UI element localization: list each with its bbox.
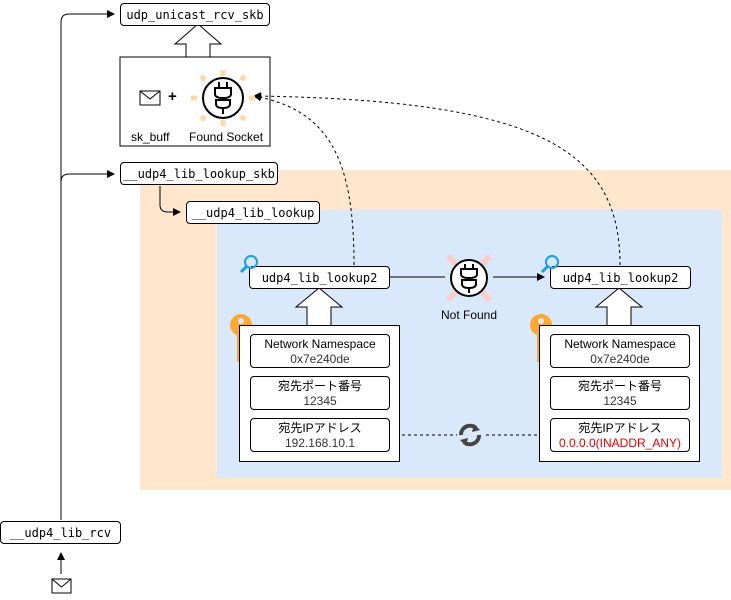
fn-udp4-lib-lookup2-left[interactable]: udp4_lib_lookup2 [249, 266, 390, 289]
key-label: 宛先IPアドレス [578, 421, 662, 435]
fn-udp4-lib-lookup2-right[interactable]: udp4_lib_lookup2 [550, 266, 691, 289]
key-row-dport: 宛先ポート番号 12345 [250, 376, 390, 410]
sk-buff-envelope-icon [139, 90, 161, 111]
key-label: Network Namespace [264, 337, 376, 351]
right-found-return [253, 92, 621, 266]
key-label: 宛先IPアドレス [278, 421, 362, 435]
call-line-to-lookup [159, 186, 181, 216]
call-line-to-rcv-skb [60, 10, 115, 520]
result-box [119, 56, 271, 147]
key-value: 12345 [603, 394, 637, 408]
fn-udp4-lib-lookup-skb[interactable]: __udp4_lib_lookup_skb [120, 162, 278, 185]
key-row-daddr: 宛先IPアドレス 0.0.0.0(INADDR_ANY) [550, 418, 690, 452]
call-line-to-lookup-skb [60, 170, 115, 183]
key-row-netns: Network Namespace 0x7e240de [250, 334, 390, 368]
key-label: 宛先ポート番号 [577, 379, 662, 393]
found-socket-label: Found Socket [189, 130, 264, 144]
not-found-label: Not Found [441, 308, 498, 322]
found-socket-icon [188, 68, 258, 133]
key-value: 12345 [303, 394, 337, 408]
refresh-icon [457, 423, 483, 452]
fn-udp4-lib-lookup[interactable]: __udp4_lib_lookup [186, 201, 320, 224]
plus-sign: + [168, 88, 177, 105]
right-lookup-key-panel: Network Namespace 0x7e240de 宛先ポート番号 1234… [539, 325, 700, 462]
left-found-return [253, 93, 355, 266]
fn-udp4-lib-rcv[interactable]: __udp4_lib_rcv [0, 521, 121, 544]
left-key-up-arrow [294, 287, 344, 326]
result-up-arrow [173, 23, 223, 57]
packet-envelope-icon [51, 578, 73, 600]
key-value: 0x7e240de [590, 352, 650, 366]
fn-udp-unicast-rcv-skb[interactable]: udp_unicast_rcv_skb [120, 3, 270, 26]
key-row-netns: Network Namespace 0x7e240de [550, 334, 690, 368]
key-value: 192.168.10.1 [284, 436, 356, 450]
key-row-dport: 宛先ポート番号 12345 [550, 376, 690, 410]
key-value-inaddr-any: 0.0.0.0(INADDR_ANY) [558, 436, 682, 450]
right-key-up-arrow [594, 287, 644, 326]
not-found-socket-icon [444, 253, 494, 307]
left-lookup-key-panel: Network Namespace 0x7e240de 宛先ポート番号 1234… [239, 325, 400, 462]
key-label: Network Namespace [564, 337, 676, 351]
key-label: 宛先ポート番号 [277, 379, 362, 393]
sk-buff-label: sk_buff [131, 130, 170, 144]
search-icon [540, 254, 560, 279]
search-icon [239, 254, 259, 279]
key-row-daddr: 宛先IPアドレス 192.168.10.1 [250, 418, 390, 452]
key-value: 0x7e240de [290, 352, 350, 366]
